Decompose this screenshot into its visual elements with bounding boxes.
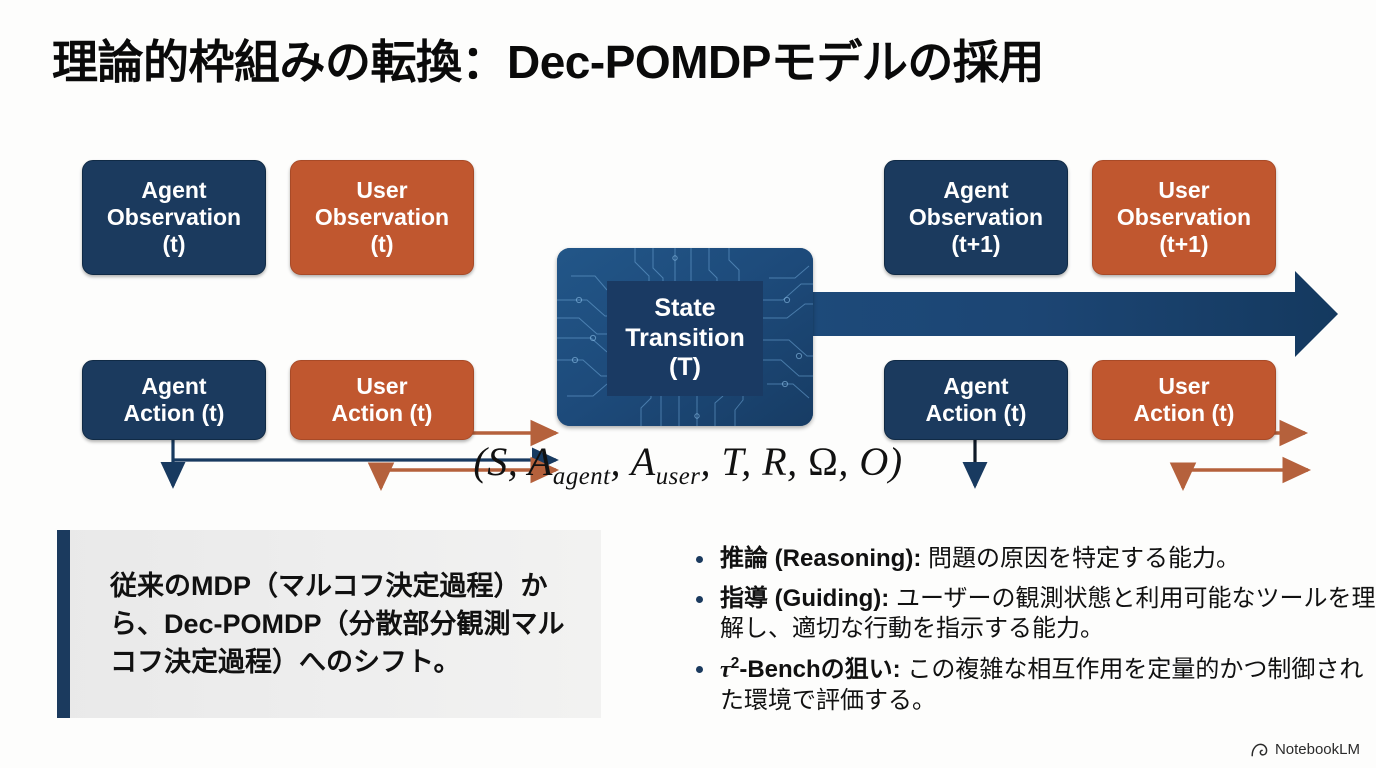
bullet-rest: この複雑な相互作用を定量的かつ制御された環境で評価する。	[720, 656, 1364, 714]
bullet-lead: -Benchの狙い:	[739, 656, 901, 684]
dec-pomdp-tuple-formula: (S, Aagent, Auser, T, R, Ω, O)	[0, 438, 1376, 491]
notebooklm-logo: NotebookLM	[1251, 741, 1360, 758]
page-title: 理論的枠組みの転換：Dec-POMDPモデルの採用	[52, 36, 1044, 88]
bullet-lead: 推論 (Reasoning):	[720, 545, 922, 572]
bullet-lead: 指導 (Guiding):	[720, 584, 890, 612]
formula-open: (	[473, 439, 488, 484]
formula-a-user: A	[630, 439, 656, 484]
callout-text: 従来のMDP（マルコフ決定過程）から、Dec-POMDP（分散部分観測マルコフ決…	[110, 570, 565, 678]
notebook-arc-icon	[1251, 743, 1268, 757]
state-flow-arrow	[800, 271, 1338, 357]
bullet-rest: ユーザーの観測状態と利用可能なツールを理解し、適切な行動を指示する能力。	[720, 584, 1376, 643]
formula-a-agent-sub: agent	[552, 463, 611, 490]
callout-accent-bar	[57, 530, 70, 718]
list-item: τ2-Benchの狙い: この複雑な相互作用を定量的かつ制御された環境で評価する…	[688, 654, 1376, 716]
formula-comma-3: ,	[700, 439, 722, 484]
formula-r: R	[762, 439, 788, 484]
bullet-tau-symbol: τ	[720, 657, 731, 684]
bullet-rest: 問題の原因を特定する能力。	[921, 545, 1240, 572]
formula-a-user-sub: user	[655, 463, 701, 490]
formula-comma-1: ,	[507, 439, 528, 484]
formula-comma-6: ,	[838, 439, 860, 484]
bullet-tau-exponent: 2	[730, 655, 740, 673]
formula-comma-4: ,	[741, 439, 763, 484]
list-item: 指導 (Guiding): ユーザーの観測状態と利用可能なツールを理解し、適切な…	[688, 584, 1376, 645]
formula-comma-2: ,	[610, 439, 631, 484]
brand-name: NotebookLM	[1274, 741, 1360, 758]
key-capabilities-list: 推論 (Reasoning): 問題の原因を特定する能力。 指導 (Guidin…	[648, 544, 1376, 726]
formula-o: O	[859, 439, 889, 484]
formula-t: T	[721, 439, 742, 484]
formula-comma-5: ,	[787, 439, 809, 484]
formula-s: S	[487, 439, 508, 484]
formula-a-agent: A	[527, 439, 553, 484]
callout-box: 従来のMDP（マルコフ決定過程）から、Dec-POMDP（分散部分観測マルコフ決…	[57, 530, 601, 718]
list-item: 推論 (Reasoning): 問題の原因を特定する能力。	[688, 544, 1376, 575]
formula-close: )	[888, 439, 903, 484]
formula-omega: Ω	[808, 439, 839, 484]
